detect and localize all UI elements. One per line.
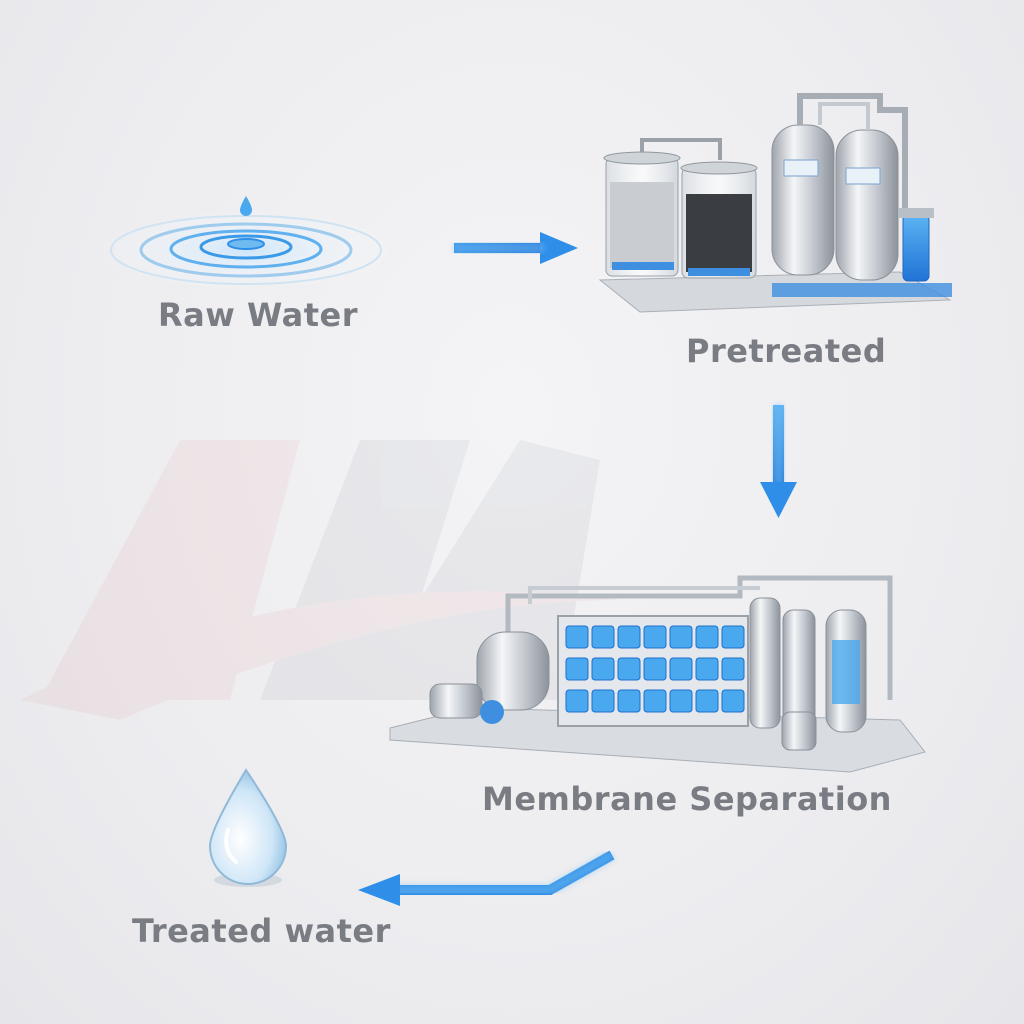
membrane-module [695, 657, 719, 681]
membrane-module [721, 657, 745, 681]
membrane-plant-icon [389, 575, 926, 773]
membrane-module [565, 625, 589, 649]
label-membrane-separation: Membrane Separation [482, 780, 892, 818]
membrane-module [617, 625, 641, 649]
membrane-module [669, 625, 693, 649]
membrane-module [617, 689, 641, 713]
membrane-module [591, 689, 615, 713]
arrow-raw-to-pretreated [454, 232, 578, 264]
membrane-module [695, 625, 719, 649]
membrane-module [695, 689, 719, 713]
membrane-module [591, 625, 615, 649]
membrane-module [643, 689, 667, 713]
filter-tanks-icon [598, 93, 952, 313]
label-raw-water: Raw Water [158, 296, 358, 334]
arrow-pretreated-to-membrane [760, 405, 797, 518]
membrane-module [669, 657, 693, 681]
membrane-module [643, 657, 667, 681]
membrane-module [591, 657, 615, 681]
membrane-module [721, 625, 745, 649]
label-pretreated: Pretreated [686, 332, 887, 370]
label-treated-water: Treated water [132, 912, 391, 950]
membrane-module [565, 689, 589, 713]
membrane-module [669, 689, 693, 713]
membrane-module [721, 689, 745, 713]
membrane-module [643, 625, 667, 649]
water-ripple-icon [96, 196, 396, 290]
membrane-module [565, 657, 589, 681]
water-drop-icon [208, 768, 288, 887]
arrow-membrane-to-treated [358, 850, 615, 906]
membrane-module [617, 657, 641, 681]
